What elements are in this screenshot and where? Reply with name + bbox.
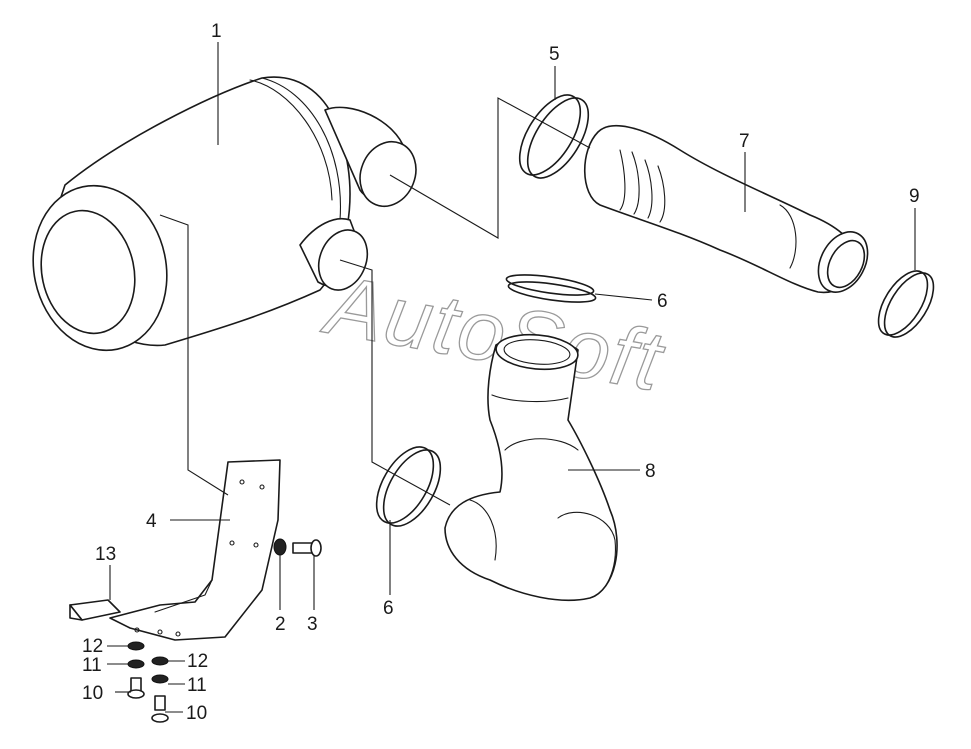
callout-10-right: 10 — [186, 703, 207, 724]
elbow-hose-8 — [444, 333, 618, 602]
washer-and-bolt — [273, 538, 322, 557]
ring-clamp-6-lower — [375, 446, 442, 527]
ring-clamp-9 — [877, 270, 935, 338]
assembly-lines — [159, 97, 591, 506]
callout-1: 1 — [211, 21, 222, 42]
ring-clamp-6-upper — [505, 274, 597, 303]
callout-2: 2 — [275, 614, 286, 635]
callout-13: 13 — [95, 544, 116, 565]
callout-6-upper: 6 — [657, 291, 668, 312]
callout-9: 9 — [909, 186, 920, 207]
callout-5: 5 — [549, 44, 560, 65]
ring-clamp-5 — [518, 94, 590, 179]
callout-8: 8 — [645, 461, 656, 482]
callout-3: 3 — [307, 614, 318, 635]
callout-12-left: 12 — [82, 636, 103, 657]
callout-10-left: 10 — [82, 683, 103, 704]
callout-11-left: 11 — [82, 655, 102, 676]
fasteners-left — [127, 641, 145, 699]
callout-7: 7 — [739, 131, 750, 152]
callout-4: 4 — [146, 511, 157, 532]
intake-hose-7 — [583, 125, 869, 294]
air-filter-housing — [32, 76, 417, 352]
callout-12-right: 12 — [187, 651, 208, 672]
callout-6-lower: 6 — [383, 598, 394, 619]
fasteners-right — [151, 656, 169, 723]
mounting-bracket — [109, 459, 281, 641]
callout-leaders — [107, 42, 916, 713]
callout-11-right: 11 — [187, 675, 207, 696]
rubber-pad — [69, 599, 121, 621]
